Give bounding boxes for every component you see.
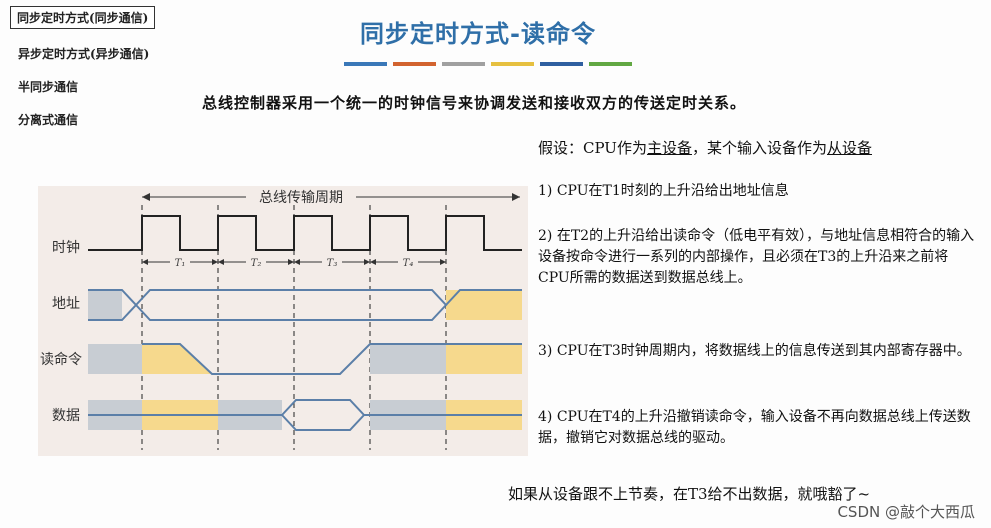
nav-item-async[interactable]: 异步定时方式(异步通信) (18, 47, 150, 61)
address-yellow-segment (446, 290, 522, 320)
step-1: 1) CPU在T1时刻的上升沿给出地址信息 (538, 183, 789, 199)
read-gray-right (370, 344, 446, 374)
read-gray-left (88, 344, 142, 374)
assumption-text: 假设：CPU作为主设备，某个输入设备作为从设备 (538, 137, 872, 158)
assume-slave: 从设备 (826, 139, 872, 157)
watermark: CSDN @敲个大西瓜 (837, 503, 975, 521)
color-bar-6 (589, 62, 632, 66)
intro-text: 总线控制器采用一个统一的时钟信号来协调发送和接收双方的传送定时关系。 (202, 94, 747, 112)
signal-label-clock: 时钟 (52, 239, 80, 256)
assume-prefix: 假设：CPU作为 (538, 139, 647, 157)
bus-cycle-label-bg (246, 189, 356, 205)
nav-item-split[interactable]: 分离式通信 (18, 113, 79, 127)
assume-master: 主设备 (646, 139, 692, 157)
color-bar-4 (491, 62, 534, 66)
period-t2: T₂ (251, 258, 262, 269)
color-bar-5 (540, 62, 583, 66)
color-bar-2 (393, 62, 436, 66)
nav-item-semi-sync[interactable]: 半同步通信 (18, 80, 79, 94)
color-bar-row (344, 62, 632, 66)
signal-label-address: 地址 (52, 296, 80, 312)
period-t4: T₄ (403, 258, 414, 269)
step-4: 4) CPU在T4的上升沿撤销读命令，输入设备不再向数据总线上传送数据，撤销它对… (538, 409, 971, 446)
color-bar-3 (442, 62, 485, 66)
bus-cycle-arrow-right (512, 193, 520, 201)
t2-bg (246, 255, 266, 269)
t3-bg (322, 255, 342, 269)
address-gray-segment (88, 290, 122, 320)
period-arrowheads (142, 259, 446, 265)
bottom-note: 如果从设备跟不上节奏，在T3给不出数据，就哦豁了~ (508, 485, 871, 503)
signal-label-data: 数据 (52, 408, 80, 424)
t4-bg (398, 255, 418, 269)
period-t1: T₁ (175, 258, 186, 269)
color-bar-1 (344, 62, 387, 66)
read-command-line (142, 343, 522, 375)
sidebar-nav: 同步定时方式(同步通信) 异步定时方式(异步通信) 半同步通信 分离式通信 (10, 6, 195, 144)
bus-cycle-arrow-left (142, 193, 150, 201)
nav-item-sync[interactable]: 同步定时方式(同步通信) (10, 6, 156, 29)
step-2: 2) 在T2的上升沿给出读命令（低电平有效），与地址信息相符合的输入设备按命令进… (538, 228, 975, 286)
address-right-edge (445, 289, 522, 306)
bus-cycle-label: 总线传输周期 (259, 190, 343, 206)
step-3: 3) CPU在T3时钟周期内，将数据线上的信息传送到其内部寄存器中。 (538, 343, 971, 359)
t1-bg (170, 255, 190, 269)
period-t3: T₃ (327, 258, 338, 269)
slide-title: 同步定时方式-读命令 (360, 20, 596, 48)
assume-mid: ，某个输入设备作为 (691, 139, 827, 157)
read-yellow-fall (142, 344, 212, 374)
clock-waveform (88, 215, 522, 251)
read-yellow-right (446, 344, 522, 374)
signal-label-read: 读命令 (40, 351, 82, 368)
